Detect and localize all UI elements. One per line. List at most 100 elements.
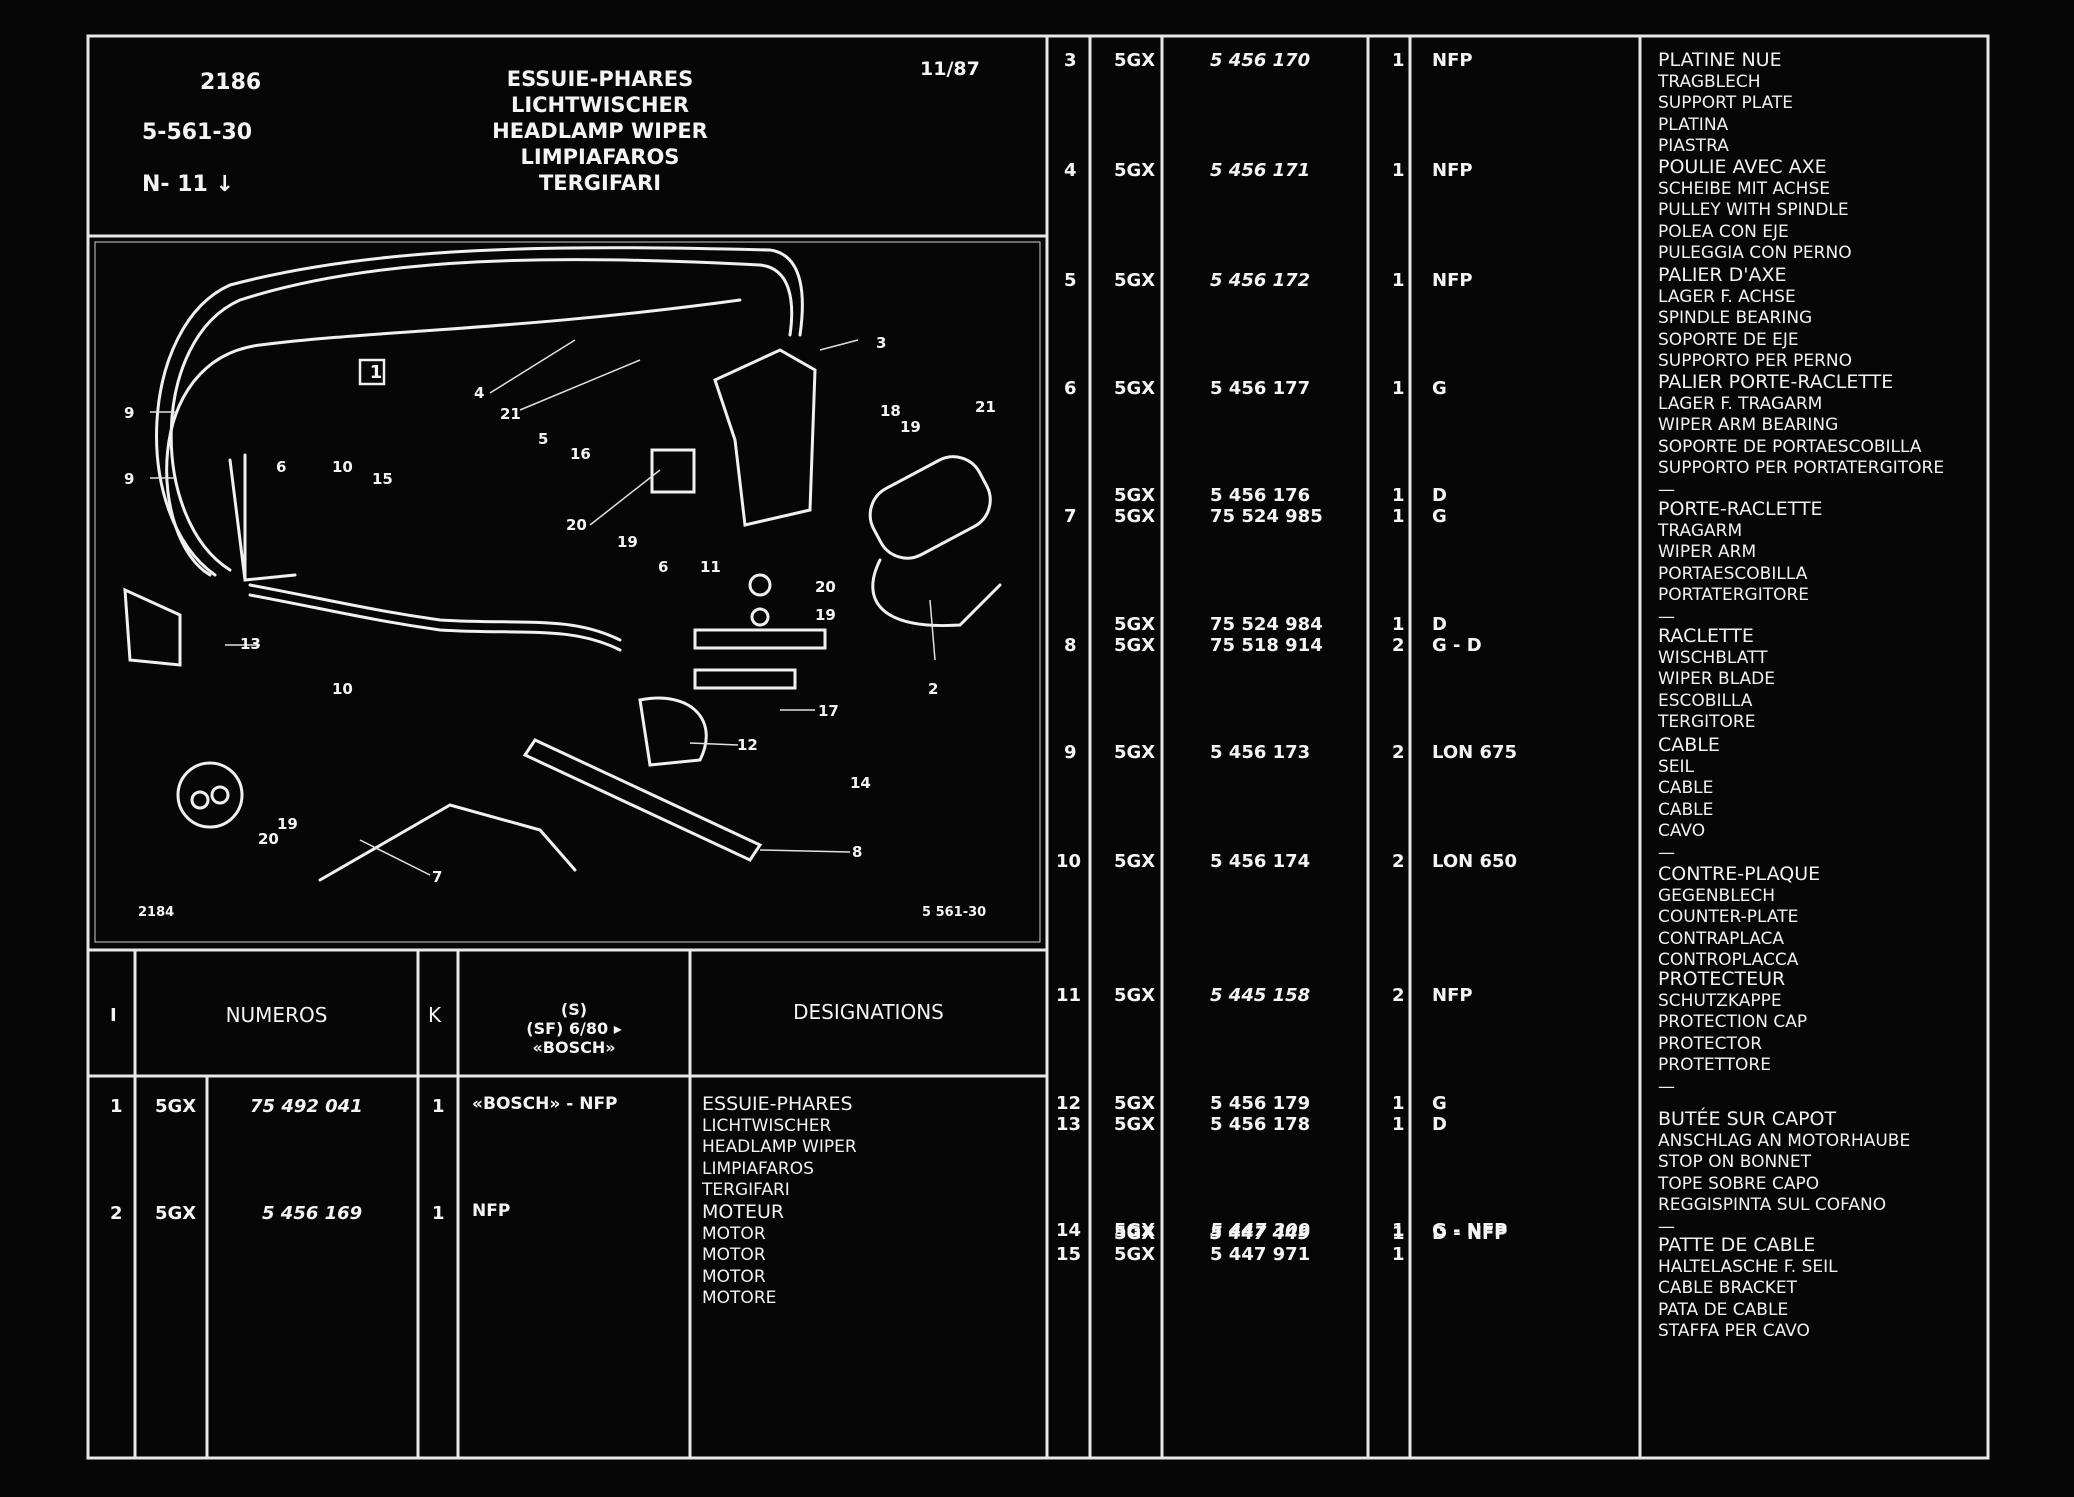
col-header-numeros: NUMEROS xyxy=(225,1003,328,1027)
row-number: 5 456 169 xyxy=(262,1203,363,1224)
desc-line: CABLE BRACKET xyxy=(1658,1278,1798,1298)
desc-line: PATTE DE CABLE xyxy=(1658,1234,1816,1256)
desc-line: CONTROPLACCA xyxy=(1658,950,1799,970)
row-prefix: 5GX xyxy=(1114,50,1156,71)
desc-line: HALTELASCHE F. SEIL xyxy=(1658,1256,1838,1277)
protector-cap xyxy=(638,696,708,767)
desc-line: PROTETTORE xyxy=(1658,1055,1771,1075)
row-k: 1 xyxy=(1392,614,1405,635)
desc-line: PALIER PORTE-RACLETTE xyxy=(1658,371,1894,393)
desc-line: PORTATERGITORE xyxy=(1658,585,1810,605)
desc-line: SUPPORTO PER PERNO xyxy=(1658,351,1852,371)
row-k: 2 xyxy=(1392,635,1405,656)
row-s: D xyxy=(1432,485,1447,506)
washer-set xyxy=(176,761,244,829)
desc-line: TOPE SOBRE CAPO xyxy=(1658,1173,1820,1194)
row-k: 1 xyxy=(432,1096,445,1117)
row-s: G - NFP xyxy=(1432,1220,1508,1241)
row-number: 5 456 179 xyxy=(1210,1093,1311,1114)
row-k: 1 xyxy=(1392,270,1405,291)
desc-line: — xyxy=(1658,479,1675,500)
row-i: 5 xyxy=(1064,270,1077,291)
row-prefix: 5GX xyxy=(155,1096,197,1117)
row-prefix: 5GX xyxy=(1114,1223,1156,1244)
row-number: 5 456 171 xyxy=(1210,160,1311,181)
desc-line: PORTE-RACLETTE xyxy=(1658,498,1823,520)
row-number: 5 456 177 xyxy=(1210,378,1311,399)
sheet-date: 11/87 xyxy=(920,58,980,80)
desc-line: WIPER ARM BEARING xyxy=(1658,415,1839,435)
callout: 21 xyxy=(500,405,521,423)
desc-line: MOTORE xyxy=(702,1288,777,1308)
callout: 19 xyxy=(277,815,298,833)
col-header-s-line: «BOSCH» xyxy=(532,1038,616,1057)
motor xyxy=(868,455,992,560)
row-i: 13 xyxy=(1056,1114,1082,1135)
desc-line: PROTECTION CAP xyxy=(1658,1012,1808,1032)
col-header-s-line: (S) xyxy=(560,1000,588,1019)
desc-line: CABLE xyxy=(1658,734,1720,756)
desc-line: PATA DE CABLE xyxy=(1658,1299,1789,1320)
row-k: 1 xyxy=(1392,1114,1405,1135)
callout: 19 xyxy=(900,418,921,436)
desc-line: TRAGARM xyxy=(1658,520,1743,541)
callout: 11 xyxy=(700,558,721,576)
row-prefix: 5GX xyxy=(1114,160,1156,181)
row-s: G xyxy=(1432,506,1447,527)
row-prefix: 5GX xyxy=(1114,1093,1156,1114)
desc-line: POULIE AVEC AXE xyxy=(1658,156,1827,178)
desc-line: TERGIFARI xyxy=(702,1180,790,1200)
row-number: 5 445 158 xyxy=(1210,985,1311,1006)
row-i: 15 xyxy=(1056,1244,1082,1265)
row-number: 75 524 985 xyxy=(1210,506,1323,527)
desc-line: WISCHBLATT xyxy=(1658,647,1768,668)
desc-line: PORTAESCOBILLA xyxy=(1658,563,1808,584)
row-i: 8 xyxy=(1064,635,1077,656)
callout: 13 xyxy=(240,635,261,653)
row-number: 75 518 914 xyxy=(1210,635,1323,656)
title-fr: ESSUIE-PHARES xyxy=(506,67,694,91)
row-prefix: 5GX xyxy=(1114,270,1156,291)
callout: 7 xyxy=(432,868,443,886)
counter-plate-2 xyxy=(693,668,797,690)
row-i: 9 xyxy=(1064,742,1077,763)
desc-line: PULEGGIA CON PERNO xyxy=(1658,243,1852,263)
row-prefix: 5GX xyxy=(1114,742,1156,763)
desc-line: — xyxy=(1658,1216,1675,1237)
row-prefix: 5GX xyxy=(1114,985,1156,1006)
title-es: LIMPIAFAROS xyxy=(520,145,680,169)
desc-line: LICHTWISCHER xyxy=(702,1115,832,1136)
col-header-s: (S) (SF) 6/80 ▸ «BOSCH» xyxy=(458,1000,690,1057)
row-s: G xyxy=(1432,378,1447,399)
desc-line: CONTRE-PLAQUE xyxy=(1658,863,1821,885)
callout: 10 xyxy=(332,680,353,698)
callout: 19 xyxy=(815,606,836,624)
row-number: 75 524 984 xyxy=(1210,614,1323,635)
row-designation: MOTEUR MOTOR MOTOR MOTOR MOTORE xyxy=(702,1201,784,1310)
desc-line: MOTOR xyxy=(702,1245,766,1265)
row-number: 5 456 176 xyxy=(1210,485,1311,506)
desc-line: MOTOR xyxy=(702,1266,766,1287)
desc-line: SEIL xyxy=(1658,756,1695,777)
callout: 18 xyxy=(880,402,901,420)
desc-line: SOPORTE DE EJE xyxy=(1658,329,1799,350)
row-k: 2 xyxy=(1392,851,1405,872)
row-s: NFP xyxy=(472,1201,511,1221)
desc-line: POLEA CON EJE xyxy=(1658,221,1789,242)
row-s: D - NFP xyxy=(1432,1223,1508,1244)
sheet-n-label: N- 11 ↓ xyxy=(142,172,234,197)
col-header-k: K xyxy=(428,1003,442,1027)
row-prefix: 5GX xyxy=(1114,635,1156,656)
row-number: 5 456 172 xyxy=(1210,270,1311,291)
row-k: 1 xyxy=(432,1203,445,1224)
desc-line: — xyxy=(1658,1076,1675,1097)
row-i: 4 xyxy=(1064,160,1077,181)
callout: 2 xyxy=(928,680,939,698)
row-prefix: 5GX xyxy=(1114,485,1156,506)
